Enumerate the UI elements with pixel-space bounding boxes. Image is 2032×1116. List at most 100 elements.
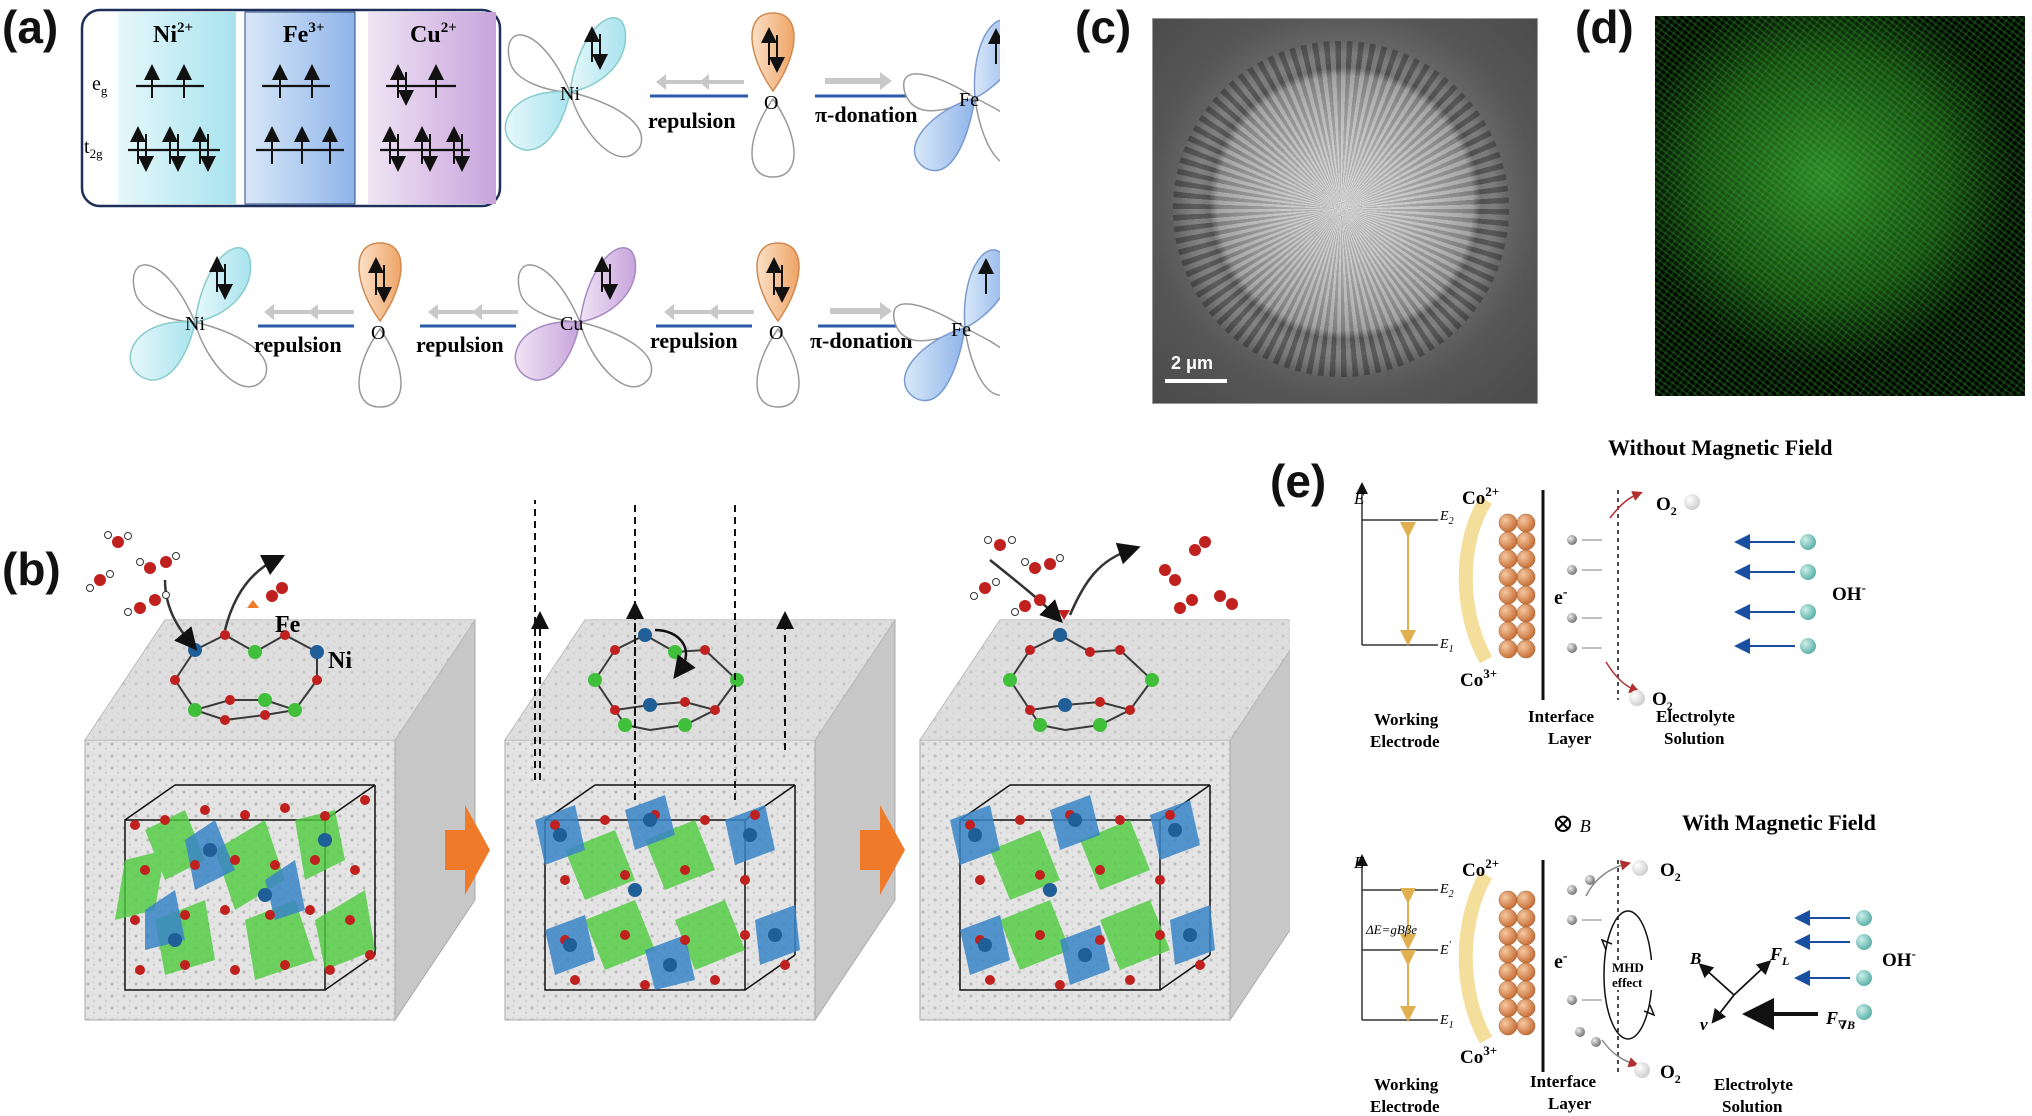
- structure-cube-1: Fe Ni: [84, 554, 476, 1021]
- process-arrow-2: [860, 805, 905, 895]
- electrons-bottom: [1567, 875, 1602, 1047]
- process-arrow-1: [445, 805, 490, 895]
- title-with-field: With Magnetic Field: [1682, 810, 1876, 835]
- electrolyte-bottom-1: Electrolyte: [1714, 1075, 1793, 1094]
- panel-e-diagram: Without Magnetic Field E E2 E1 Co2+ Co3+…: [1353, 435, 1916, 1116]
- working-electrode-bottom-1: Working: [1374, 1075, 1439, 1094]
- fe-column: [244, 11, 356, 205]
- ni-column: [118, 12, 236, 204]
- o2-label-top-2: O2: [1652, 689, 1673, 713]
- copper-balls-bottom: [1498, 890, 1536, 1036]
- o2-release-arrow-bottom-1: [1585, 860, 1632, 897]
- electron-label-top: e-: [1554, 585, 1568, 609]
- repulsion-arrows-1: repulsion: [648, 74, 748, 133]
- ion-fe: Fe3+: [283, 20, 324, 48]
- adsorption-arrow-3: [989, 559, 1063, 623]
- o2-label-bottom-1: O2: [1660, 860, 1681, 884]
- adsorption-arrow-1: [163, 579, 198, 651]
- o-orbital-2: O: [358, 242, 402, 408]
- interface-layer-top-1: Interface: [1528, 707, 1595, 726]
- scale-bar: [1165, 379, 1227, 383]
- oh-label-bottom: OH-: [1882, 946, 1916, 971]
- desorption-arrow-3: [1068, 542, 1141, 616]
- panel-a-diagram: eg t2g Ni2+ Fe3+ Cu2+: [80, 8, 1000, 408]
- o2-release-arrow-top-2: [1605, 661, 1640, 693]
- eds-green-signal: [1655, 16, 2025, 396]
- electrolyte-bottom-2: Solution: [1722, 1097, 1783, 1116]
- force-vectors: [1698, 960, 1772, 1024]
- energy-diagram-top: E E2 E1: [1353, 482, 1493, 664]
- working-electrode-bottom-2: Electrode: [1370, 1097, 1440, 1116]
- electrolyte-top-2: Solution: [1664, 729, 1725, 748]
- t2g-label: t2g: [84, 136, 103, 161]
- oh-ions-top: [1734, 534, 1816, 654]
- title-without-field: Without Magnetic Field: [1608, 435, 1832, 460]
- water-molecules-3: [970, 536, 1238, 616]
- o2-bubble-top-1: [1684, 494, 1700, 510]
- o2-bubble-bottom-2: [1634, 1062, 1650, 1078]
- co3-label-bottom: Co3+: [1460, 1043, 1497, 1068]
- e1-label-top: E1: [1439, 637, 1454, 655]
- energy-diagram-bottom: [1356, 854, 1493, 1044]
- co2-label-top: Co2+: [1462, 484, 1499, 509]
- octahedra-green-3: [990, 820, 1170, 970]
- delta-e-label: ΔE=gBβe: [1365, 922, 1417, 937]
- donation-label-1: π-donation: [815, 102, 918, 127]
- o2-release-arrow-bottom-2: [1601, 1039, 1639, 1068]
- repulsion-arrows-2: repulsion: [254, 304, 354, 357]
- o2-bubble-top-2: [1629, 690, 1645, 706]
- orbital-row-2: Ni repulsion O repulsion: [129, 242, 1000, 408]
- panel-label-c: (c): [1075, 1, 1132, 53]
- atoms-red-3: [965, 810, 1205, 990]
- e2-label-top: E2: [1439, 509, 1454, 527]
- repulsion-arrows-3: repulsion: [416, 304, 518, 357]
- donation-arrow-1: π-donation: [815, 72, 918, 127]
- o-atom-label-3: O: [769, 322, 783, 344]
- o2-label-top-1: O2: [1656, 494, 1677, 518]
- orbital-row-1: Ni repulsion O π-donation Fe: [504, 12, 1000, 178]
- e-prime-label: E': [1439, 940, 1452, 958]
- o-orbital-3: O: [756, 242, 800, 408]
- surface-atoms-1: [170, 600, 324, 725]
- interface-layer-top-2: Layer: [1548, 729, 1592, 748]
- atoms-red-2: [550, 810, 790, 990]
- working-electrode-top-1: Working: [1374, 710, 1439, 729]
- water-molecules-1: [86, 531, 288, 616]
- o2-bubble-bottom-1: [1632, 860, 1648, 876]
- o2-label-bottom-2: O2: [1660, 1062, 1681, 1086]
- o-atom-label-2: O: [371, 322, 385, 344]
- panel-label-a: (a): [2, 1, 59, 53]
- h-release-arrows: [531, 500, 794, 800]
- atoms-red-1: [130, 795, 375, 975]
- interface-layer-bottom-2: Layer: [1548, 1094, 1592, 1113]
- co3-label-top: Co3+: [1460, 666, 1497, 691]
- panel-b-diagram: Fe Ni: [84, 500, 1290, 1021]
- donation-label-2: π-donation: [810, 328, 913, 353]
- interface-layer-bottom-1: Interface: [1530, 1072, 1597, 1091]
- structure-cube-3: [919, 542, 1290, 1021]
- panel-label-e: (e): [1270, 455, 1327, 507]
- eds-map-image: [1655, 16, 2025, 396]
- mhd-loop: [1600, 910, 1656, 1040]
- energy-axis-top: E: [1353, 489, 1365, 508]
- repulsion-label-3: repulsion: [416, 332, 504, 357]
- cu-atom-label: Cu: [560, 313, 583, 335]
- fe-orbital-1: Fe: [902, 19, 1000, 172]
- field-symbol: ⊗B: [1552, 809, 1591, 838]
- urchin-texture: [1173, 41, 1509, 377]
- ni-label-b1: Ni: [328, 648, 352, 674]
- rotation-arrow: [654, 628, 696, 680]
- o-orbital-1: O: [751, 12, 795, 178]
- desorption-arrow-1: [223, 554, 286, 631]
- ion-cu: Cu2+: [410, 20, 457, 48]
- v-vector-label: v: [1700, 1015, 1708, 1034]
- oh-ions-bottom: [1794, 910, 1872, 1020]
- ni-orbital-2: Ni: [129, 247, 268, 388]
- surface-atoms-3: [1003, 610, 1159, 732]
- eg-label: eg: [92, 73, 108, 98]
- panel-label-b: (b): [2, 543, 61, 595]
- panel-label-d: (d): [1575, 1, 1634, 53]
- repulsion-label-1: repulsion: [648, 108, 736, 133]
- fe-orbital-2: Fe: [892, 249, 1000, 402]
- fe-atom-label-2: Fe: [951, 319, 971, 341]
